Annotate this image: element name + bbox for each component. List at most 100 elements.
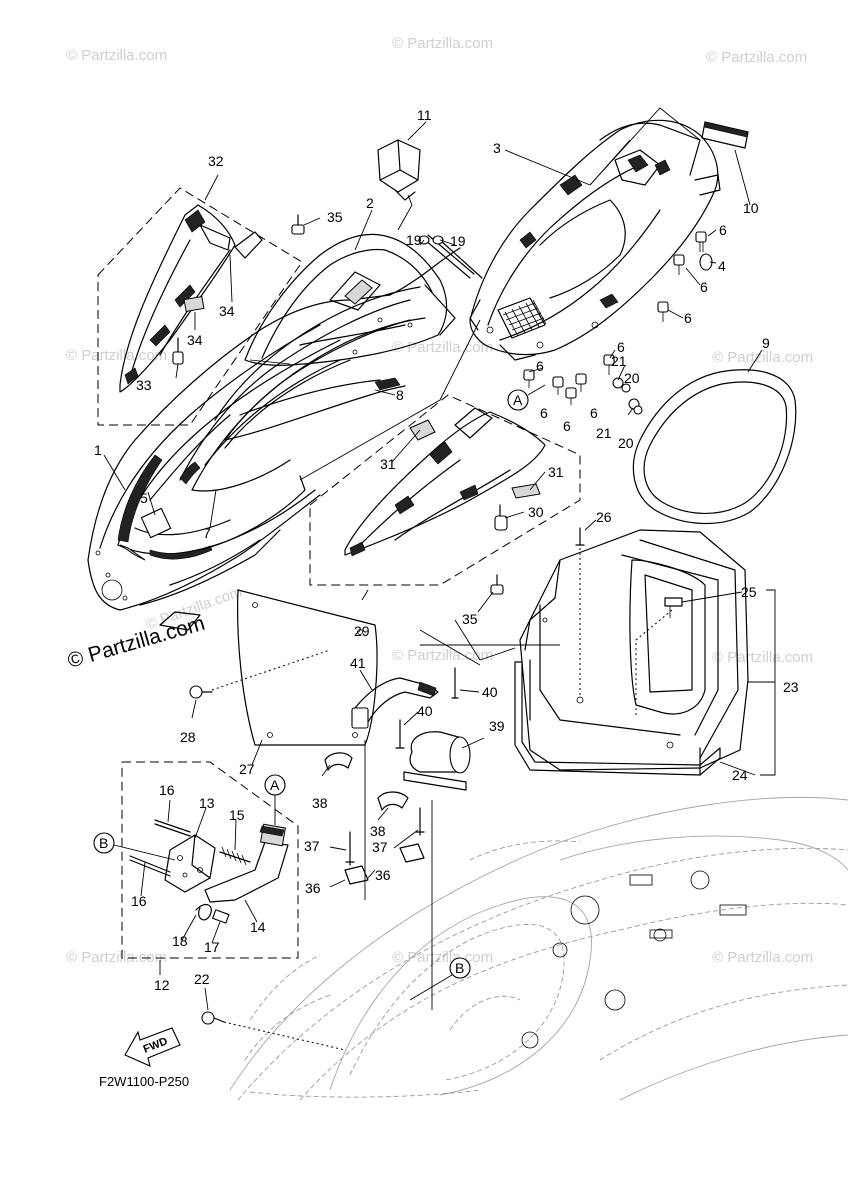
callout-30: 30 [528,504,544,520]
bolt-part-6-d [603,354,615,375]
clip-part-36-a [344,865,369,885]
cover-plate-part-27 [237,589,378,746]
hood-inner-trim-part-7 [179,299,411,492]
callout-41: 41 [350,655,366,671]
screw-part-19 [418,234,483,279]
side-cover-rh-part-29 [344,407,546,557]
callout-38: 38 [370,823,386,839]
callout-20: 20 [618,435,634,451]
callout-15: 15 [229,807,245,823]
clip-part-30 [494,504,508,531]
callout-34: 34 [219,303,235,319]
ref-label-b: B [99,835,108,851]
callout-36: 36 [305,880,321,896]
seal-gasket-part-9 [632,369,797,525]
callout-32: 32 [208,153,224,169]
callout-18: 18 [172,933,188,949]
hinge-assembly-part-12 [129,819,289,924]
callout-34: 34 [187,332,203,348]
bolt-part-6-a [695,231,707,252]
callout-36: 36 [375,867,391,883]
callout-38: 38 [312,795,328,811]
watermark-text: © Partzilla.com [66,47,167,64]
callout-6: 6 [719,222,727,238]
watermark-text: © Partzilla.com [706,49,807,66]
pin-part-16-upper [154,819,191,837]
spring-part-15 [219,846,251,866]
collar-part-17 [212,909,230,924]
cap-part-39 [403,731,485,791]
callout-3: 3 [493,140,501,156]
screw-part-26 [575,527,585,695]
callout-31: 31 [380,456,396,472]
reference-marker-b-left: B [93,832,176,861]
bolt-part-6-e [523,369,535,388]
callout-10: 10 [743,200,759,216]
pad-part-38-a [324,752,353,771]
callout-11: 11 [417,107,432,123]
watermark-text: © Partzilla.com [712,349,813,366]
callout-21: 21 [596,425,612,441]
ref-label-a: A [513,392,523,408]
clip-part-36-b [399,843,425,863]
console-cover-part-2 [244,233,456,366]
callout-6: 6 [684,310,692,326]
callout-6: 6 [700,279,708,295]
screw-part-28 [189,649,331,699]
callout-28: 28 [180,729,196,745]
watermark-text: © Partzilla.com [392,35,493,52]
callout-9: 9 [762,335,770,351]
callout-2: 2 [366,195,374,211]
bolt-part-33 [172,337,184,365]
callout-39: 39 [489,718,505,734]
bolt-part-6-f [552,376,564,395]
watermark-text: © Partzilla.com [392,647,493,664]
reference-marker-a-lower: A [264,774,286,825]
callout-6: 6 [617,339,625,355]
callout-21: 21 [611,353,627,369]
callout-29: 29 [354,623,370,639]
callout-17: 17 [204,939,220,955]
bolt-part-35-lower [490,574,504,595]
callout-27: 27 [239,761,255,777]
ref-label-a: A [270,777,280,793]
watermark-text: © Partzilla.com [712,649,813,666]
watermark-text: © Partzilla.com [66,347,167,364]
bolt-part-35-upper [291,214,305,235]
spring-part-18 [195,903,212,921]
rivet-part-37-a [345,831,355,866]
callout-23: 23 [783,679,799,695]
leader-lines [103,107,776,1011]
storage-box-part-23 [519,529,749,771]
bolt-part-6-h [575,373,587,392]
callout-22: 22 [194,971,210,987]
callout-6: 6 [590,405,598,421]
callout-8: 8 [396,387,404,403]
screw-part-22 [201,1011,346,1051]
grommet-part-25 [664,597,683,618]
callout-6: 6 [540,405,548,421]
watermark-prominent: © Partzilla.com [65,612,207,673]
hood-deck-part-8 [214,286,426,441]
callout-12: 12 [154,977,170,993]
reference-marker-b-lower: B [409,957,471,1001]
callout-5: 5 [140,490,148,506]
callout-19: 19 [450,233,466,249]
callout-35: 35 [462,611,478,627]
diagram-code: F2W1100-P250 [99,1074,189,1089]
watermark-text: © Partzilla.com [392,949,493,966]
rear-storage-part-3 [469,119,721,361]
bolt-part-6-b [673,254,685,275]
front-hood-part-1 [87,247,461,631]
reference-marker-a-upper: A [507,384,546,411]
callout-labels: 1 2 3 4 5 6 6 6 6 6 6 6 6 7 8 9 10 11 12… [94,107,799,993]
rivet-part-40-b [395,719,405,749]
callout-24: 24 [732,767,748,783]
pad-part-38-b [377,791,409,811]
washer-part-20 [621,383,643,415]
bracket-part-41 [351,677,439,729]
watermark-text: © Partzilla.com [712,949,813,966]
rivet-part-40-a [451,667,459,699]
assembly-group-boxes [97,187,581,959]
